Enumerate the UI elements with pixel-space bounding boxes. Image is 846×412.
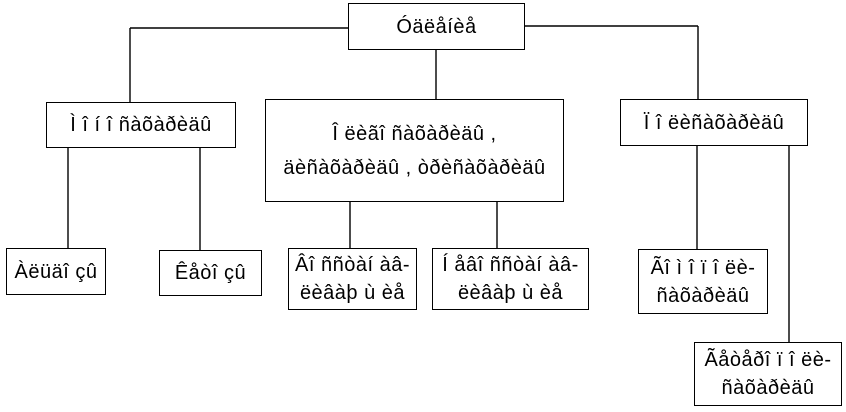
- root-node-label: Óäëåíèå: [396, 15, 477, 38]
- node-label-line2: ñàõàðèäû: [721, 377, 815, 399]
- node-label-line2: ñàõàðèäû: [656, 284, 750, 307]
- node-polysaccharides: Ï î ëèñàõàðèäû: [620, 99, 808, 146]
- node-label-line2: ëèâàþ ù èå: [457, 282, 564, 304]
- node-aldoses: Àëüäî çû: [6, 248, 106, 295]
- node-label: Ï î ëèñàõàðèäû: [643, 111, 785, 134]
- node-nonreducing: Í åâî ññòàí àâ- ëèâàþ ù èå: [432, 248, 589, 310]
- node-label: Àëüäî çû: [14, 260, 98, 283]
- node-label-line2: ëèâàþ ù èå: [299, 282, 406, 304]
- node-homopolysaccharides: Ãî ì î ï î ëè- ñàõàðèäû: [638, 249, 768, 314]
- node-oligosaccharides: Î ëèãî ñàõàðèäû , äèñàõàðèäû , òðèñàõàðè…: [265, 99, 564, 202]
- node-ketoses: Êåòî çû: [159, 250, 262, 296]
- node-label: Ì î í î ñàõàðèäû: [70, 114, 212, 136]
- node-label: Êåòî çû: [174, 262, 247, 284]
- node-label-line1: Ãî ì î ï î ëè-: [650, 256, 756, 279]
- root-node: Óäëåíèå: [348, 3, 525, 50]
- node-label-line1: Î ëèãî ñàõàðèäû ,: [332, 122, 497, 145]
- node-label-line1: Ãåòåðî ï î ëè-: [704, 349, 832, 371]
- node-label-line1: Âî ññòàí àâ-: [295, 254, 410, 276]
- node-heteropolysaccharides: Ãåòåðî ï î ëè- ñàõàðèäû: [694, 342, 842, 406]
- node-reducing: Âî ññòàí àâ- ëèâàþ ù èå: [288, 248, 417, 310]
- node-label-line1: Í åâî ññòàí àâ-: [442, 254, 579, 276]
- node-monosaccharides: Ì î í î ñàõàðèäû: [46, 102, 236, 148]
- node-label-line2: äèñàõàðèäû , òðèñàõàðèäû: [283, 156, 546, 179]
